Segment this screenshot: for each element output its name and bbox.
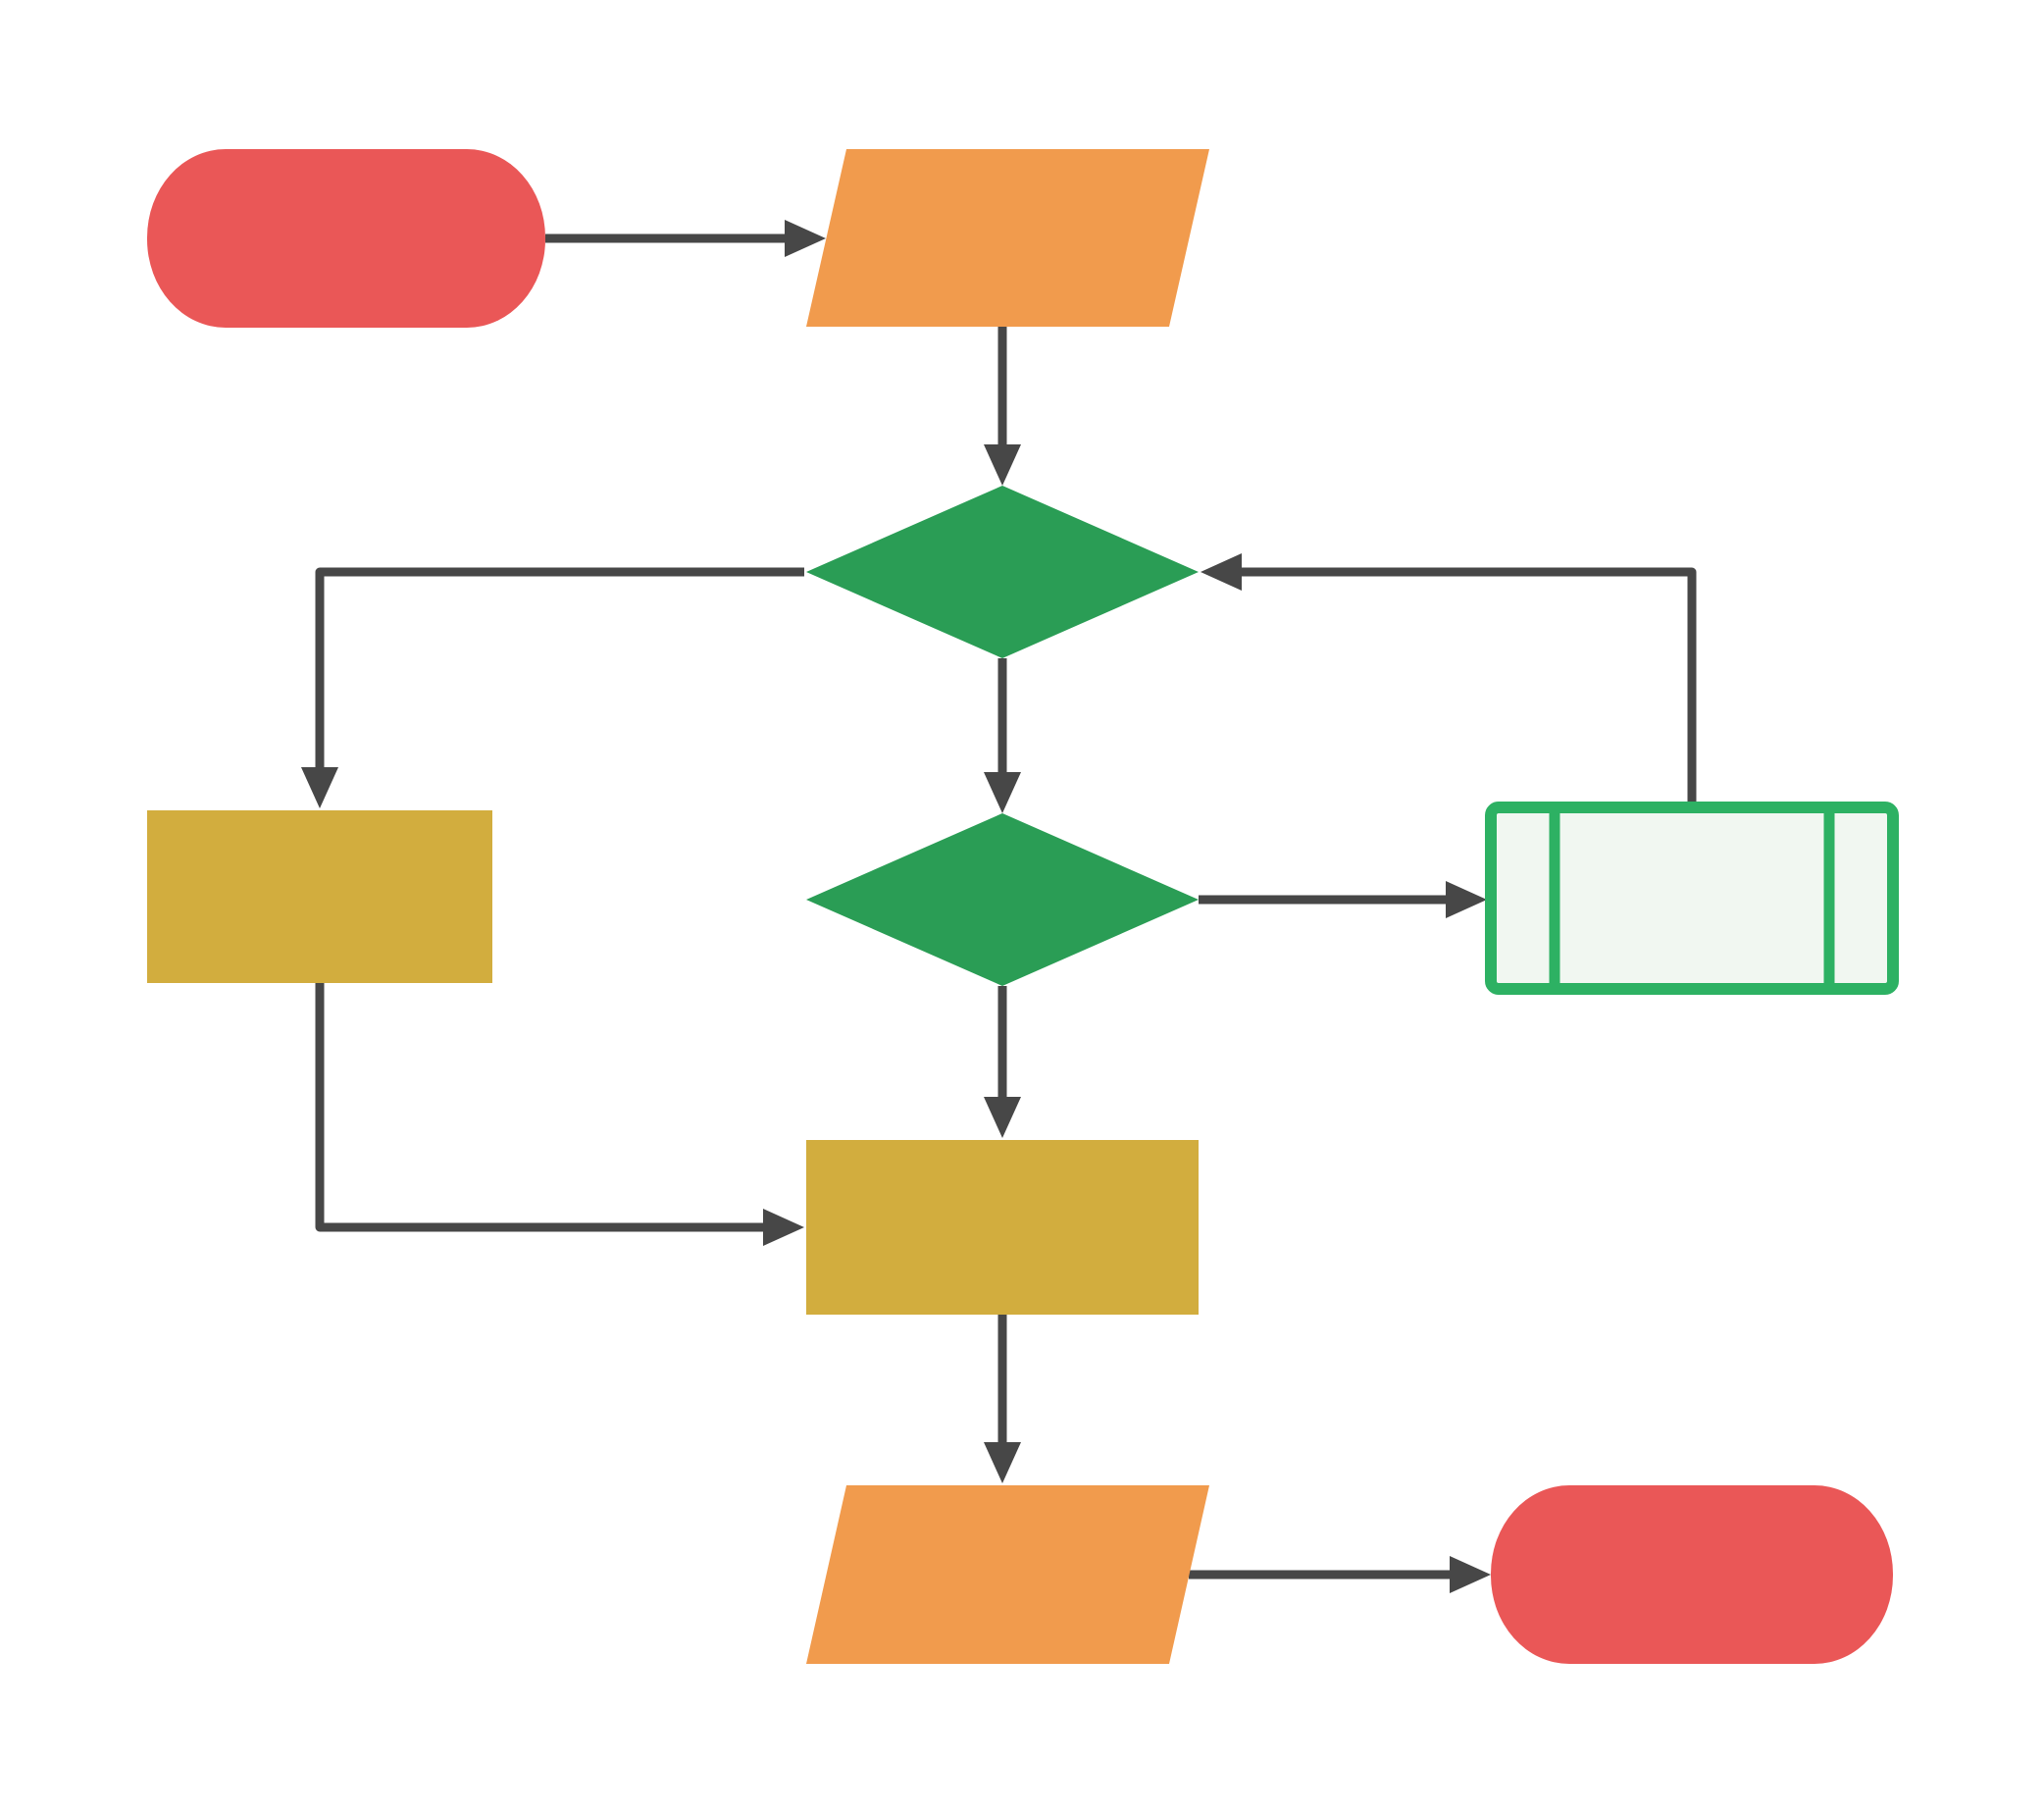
edge-process-left-to-process-main[interactable] (315, 983, 804, 1246)
edge-subroutine-to-decision-1-feedback[interactable] (1201, 553, 1697, 807)
node-terminator-start[interactable] (147, 149, 545, 328)
node-data-input[interactable] (806, 149, 1209, 327)
node-terminator-end[interactable] (1491, 1485, 1893, 1664)
subroutine-frame (1485, 802, 1899, 995)
node-decision-1[interactable] (806, 486, 1199, 658)
edge-decision-2-to-subroutine[interactable] (1199, 881, 1487, 918)
arrowhead-right-icon (763, 1209, 804, 1246)
arrowhead-right-icon (1450, 1556, 1491, 1593)
node-decision-2[interactable] (806, 813, 1199, 986)
edge-line (315, 567, 804, 769)
arrowhead-down-icon (984, 1097, 1021, 1138)
arrowhead-left-icon (1201, 553, 1242, 591)
edge-output-to-end[interactable] (1189, 1556, 1491, 1593)
arrowhead-right-icon (1446, 881, 1487, 918)
node-process-left[interactable] (147, 810, 492, 983)
arrowhead-down-icon (984, 444, 1021, 486)
edge-decision-1-to-process-left[interactable] (301, 567, 804, 808)
arrowhead-down-icon (984, 1442, 1021, 1483)
edge-process-main-to-output[interactable] (984, 1315, 1021, 1483)
edge-line (1240, 567, 1697, 807)
edge-line (315, 983, 765, 1232)
edge-decision-1-to-decision-2[interactable] (984, 658, 1021, 813)
arrowhead-down-icon (301, 767, 338, 808)
edge-input-to-decision-1[interactable] (984, 327, 1021, 486)
node-process-main[interactable] (806, 1140, 1199, 1315)
arrowhead-down-icon (984, 772, 1021, 813)
arrowhead-right-icon (785, 220, 826, 257)
node-data-output[interactable] (806, 1485, 1209, 1664)
edge-start-to-input[interactable] (545, 220, 826, 257)
edge-decision-2-to-process-main[interactable] (984, 986, 1021, 1138)
node-predefined-process-subroutine[interactable] (1485, 802, 1899, 995)
